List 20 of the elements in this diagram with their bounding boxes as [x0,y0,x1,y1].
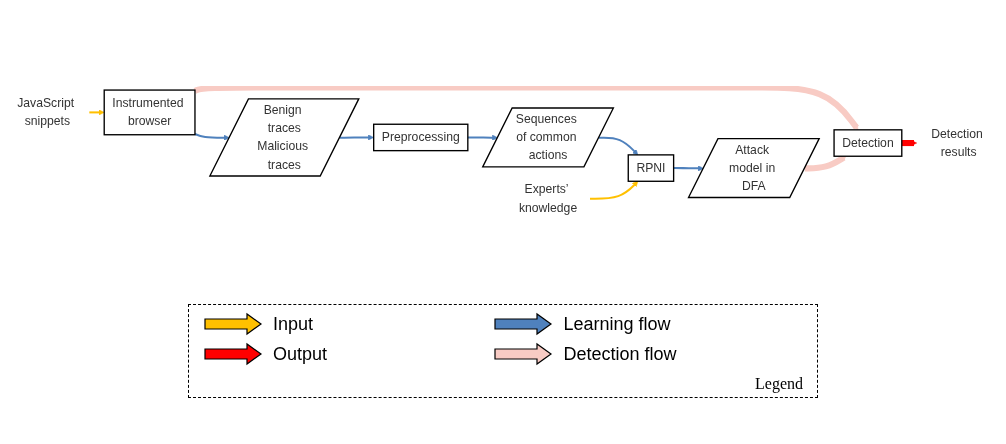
node-box: RPNI [627,154,675,182]
node-box: Preprocessing [373,123,469,152]
legend-label: Learning flow [563,313,671,335]
arrow [467,134,499,141]
arrow [673,165,704,172]
node-box: Detection [833,128,903,157]
legend-title: Legend [754,375,803,393]
arrow [193,85,859,130]
node-text: Detection results [931,126,983,159]
arrow [194,132,230,141]
node-box: Instrumented browser [103,89,196,136]
legend-label: Detection flow [563,343,677,365]
legend-label: Output [273,343,328,365]
node-text: JavaScript snippets [17,95,75,128]
legend-label: Input [273,313,314,335]
node-text: Experts’ knowledge [518,182,578,215]
arrow [598,136,639,155]
arrow [89,109,105,116]
arrow [339,134,374,141]
arrow [590,180,639,200]
